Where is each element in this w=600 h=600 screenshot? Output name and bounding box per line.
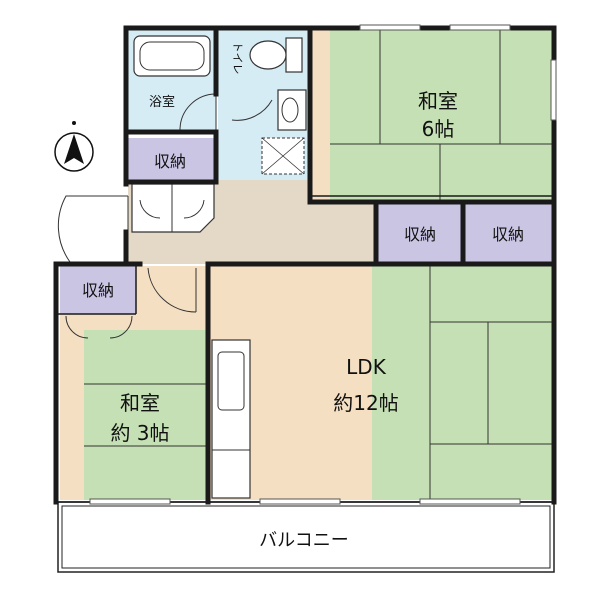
storage-2-label: 収納 (404, 225, 436, 244)
storage-1-floor (128, 138, 214, 182)
toilet-bowl (249, 40, 287, 70)
ldk-size: 約12帖 (333, 391, 398, 415)
north-arrow-icon (54, 121, 94, 172)
entry-door-swing (57, 195, 128, 263)
storage-4-floor (60, 266, 136, 314)
storage-1-label: 収納 (154, 152, 186, 171)
ldk-tatami (372, 266, 552, 500)
kitchen-sink (217, 351, 245, 411)
toilet-label: トイレ (231, 42, 244, 75)
toilet-tank (285, 37, 303, 73)
washitsu-large-size: 6帖 (422, 117, 455, 141)
storage-4-label: 収納 (82, 281, 114, 300)
bath-label: 浴室 (149, 94, 175, 110)
washitsu-small-floor (84, 330, 206, 500)
storage-3-floor (464, 204, 552, 262)
balcony-area (57, 501, 555, 573)
washitsu-large-name: 和室 (418, 89, 458, 113)
ldk-name: LDK (346, 355, 387, 379)
storage-3-label: 収納 (492, 225, 524, 244)
washitsu-large-floor (330, 30, 552, 200)
washitsu-small-name: 和室 (120, 391, 160, 415)
balcony-label: バルコニー (259, 530, 349, 551)
washitsu-small-size: 約 3帖 (110, 421, 169, 445)
storage-2-floor (378, 204, 462, 262)
